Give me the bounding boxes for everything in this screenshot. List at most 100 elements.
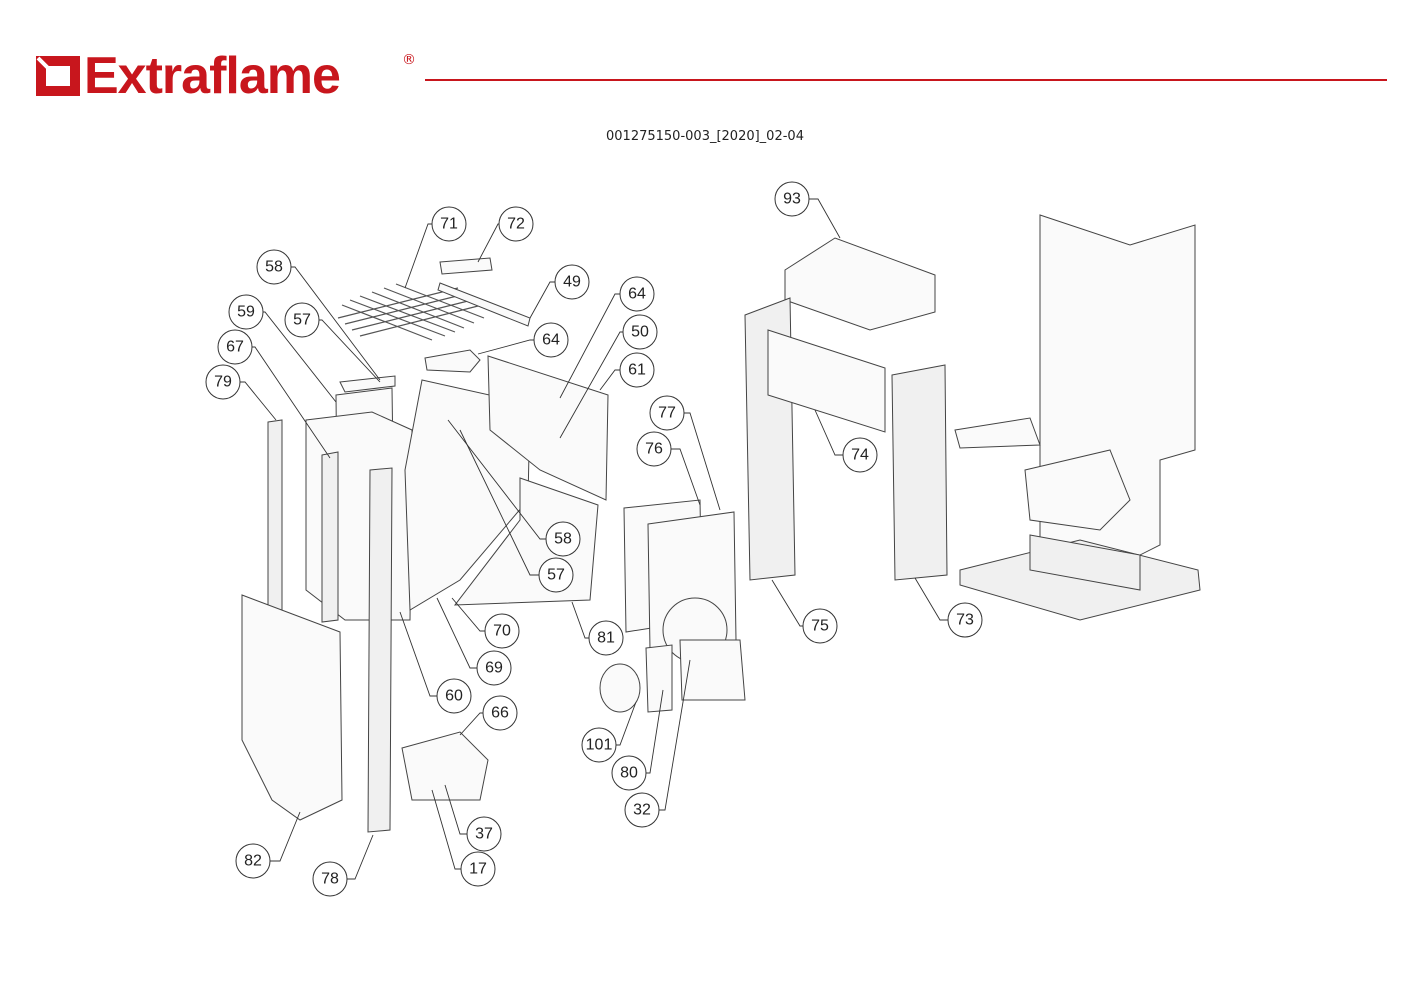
callout-number: 66 xyxy=(491,705,509,722)
callout-58: 58 xyxy=(447,419,581,557)
callout-66: 66 xyxy=(459,695,518,736)
part-82 xyxy=(241,594,343,821)
callout-circle xyxy=(802,608,838,644)
callout-number: 49 xyxy=(563,274,581,291)
leader-line xyxy=(771,579,803,627)
callout-59: 59 xyxy=(228,294,337,403)
callout-number: 58 xyxy=(554,531,572,548)
part-strip xyxy=(321,451,339,623)
callout-circle xyxy=(554,264,590,300)
callout-number: 82 xyxy=(244,853,262,870)
callout-circle xyxy=(466,816,502,852)
callout-number: 64 xyxy=(628,286,646,303)
callout-circle xyxy=(649,395,685,431)
callout-circle xyxy=(842,437,878,473)
callout-number: 37 xyxy=(475,826,493,843)
leader-line xyxy=(451,597,485,632)
callout-number: 59 xyxy=(237,304,255,321)
callout-61: 61 xyxy=(599,352,655,391)
callout-101: 101 xyxy=(581,701,637,763)
stove-fan xyxy=(1024,449,1131,531)
callout-circle xyxy=(256,249,292,285)
callout-circle xyxy=(312,861,348,897)
callout-number: 64 xyxy=(542,332,560,349)
registered-mark: ® xyxy=(402,52,416,68)
callout-number: 57 xyxy=(547,567,565,584)
leader-line xyxy=(444,784,467,835)
callout-circle xyxy=(482,695,518,731)
leader-line xyxy=(263,311,337,403)
callout-number: 74 xyxy=(851,447,869,464)
leader-line xyxy=(319,319,381,383)
callout-circle xyxy=(545,521,581,557)
callout-78: 78 xyxy=(312,834,374,897)
callout-number: 70 xyxy=(493,623,511,640)
callout-circle xyxy=(636,431,672,467)
callout-74: 74 xyxy=(814,409,878,473)
callout-number: 101 xyxy=(586,737,613,754)
callout-circle xyxy=(538,557,574,593)
leader-line xyxy=(347,834,374,880)
leader-line xyxy=(477,223,499,263)
callout-circle xyxy=(436,678,472,714)
callout-number: 57 xyxy=(293,312,311,329)
callout-circle xyxy=(774,181,810,217)
callout-67: 67 xyxy=(217,329,331,459)
callout-number: 17 xyxy=(469,861,487,878)
callout-32: 32 xyxy=(624,659,691,828)
callout-82: 82 xyxy=(235,811,301,879)
part-grate xyxy=(337,283,485,341)
callout-number: 32 xyxy=(633,802,651,819)
part-101 xyxy=(599,663,641,713)
callout-number: 79 xyxy=(214,374,232,391)
callout-70: 70 xyxy=(451,597,520,649)
logo-text: Extraflame xyxy=(84,47,341,105)
callout-number: 76 xyxy=(645,441,663,458)
callout-circle xyxy=(947,602,983,638)
leader-line xyxy=(659,659,691,811)
leader-line xyxy=(404,223,432,289)
leader-line xyxy=(814,409,843,456)
callout-49: 49 xyxy=(529,264,590,319)
callout-76: 76 xyxy=(636,431,701,506)
callout-number: 93 xyxy=(783,191,801,208)
leader-line xyxy=(559,293,620,399)
callout-57: 57 xyxy=(284,302,381,383)
leader-line xyxy=(599,369,620,391)
part-74 xyxy=(767,329,886,433)
leader-line xyxy=(914,577,948,621)
callout-64: 64 xyxy=(477,322,569,358)
callout-circle xyxy=(581,727,617,763)
leader-line xyxy=(447,419,546,540)
leader-line xyxy=(684,412,721,511)
callout-number: 69 xyxy=(485,660,503,677)
callout-50: 50 xyxy=(559,314,658,439)
callout-circle xyxy=(498,206,534,242)
callout-circle xyxy=(476,650,512,686)
callout-number: 50 xyxy=(631,324,649,341)
part-78 xyxy=(367,467,393,833)
callout-number: 72 xyxy=(507,216,525,233)
part-64 xyxy=(424,349,481,373)
callout-number: 67 xyxy=(226,339,244,356)
leader-line xyxy=(252,346,331,459)
callout-number: 77 xyxy=(658,405,676,422)
callout-73: 73 xyxy=(914,577,983,638)
callout-60: 60 xyxy=(399,611,472,714)
leader-line xyxy=(399,611,437,697)
callout-circle xyxy=(235,843,271,879)
callout-number: 58 xyxy=(265,259,283,276)
callout-circle xyxy=(484,613,520,649)
part-49 xyxy=(437,282,531,327)
callout-circle xyxy=(619,276,655,312)
callout-number: 61 xyxy=(628,362,646,379)
leader-line xyxy=(809,198,841,239)
callout-93: 93 xyxy=(774,181,841,239)
callout-79: 79 xyxy=(205,364,277,421)
callout-circle xyxy=(284,302,320,338)
callout-75: 75 xyxy=(771,579,838,644)
callout-58: 58 xyxy=(256,249,381,381)
leader-line xyxy=(646,689,664,774)
